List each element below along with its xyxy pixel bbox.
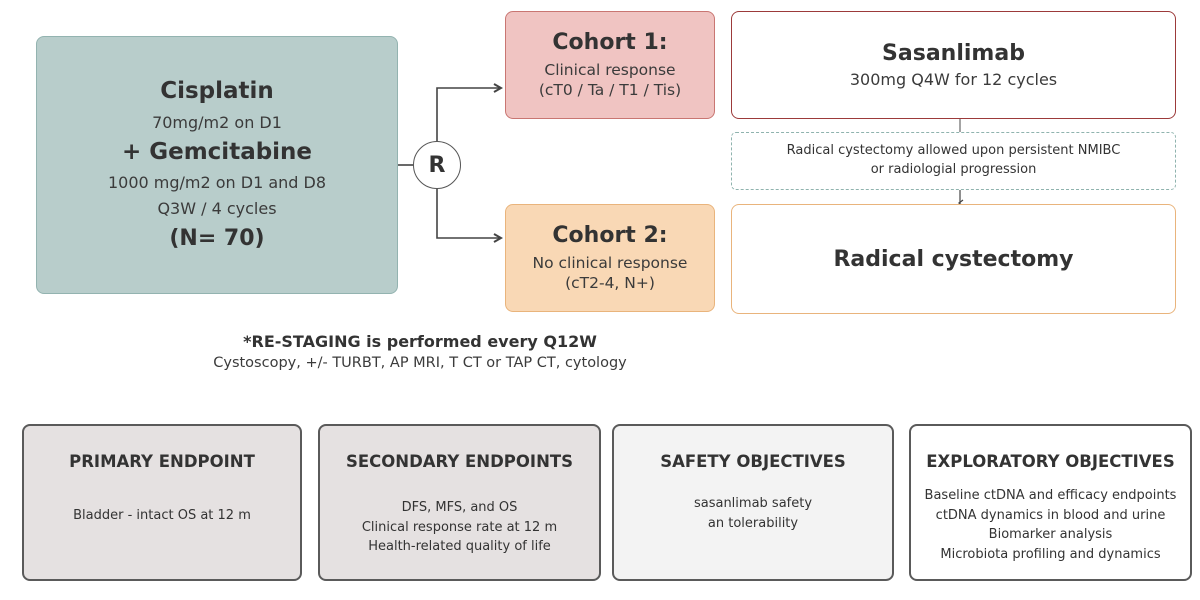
cystectomy-note-box: Radical cystectomy allowed upon persiste… <box>731 132 1176 190</box>
sample-size: (N= 70) <box>169 225 265 251</box>
cohort-1-desc: Clinical response <box>544 61 676 80</box>
cohort-1-title: Cohort 1: <box>552 30 668 56</box>
primary-endpoint-title: PRIMARY ENDPOINT <box>69 452 255 471</box>
restaging-title: *RE-STAGING is performed every Q12W <box>243 332 597 351</box>
sasanlimab-title: Sasanlimab <box>882 41 1025 66</box>
cohort-2-criteria: (cT2-4, N+) <box>565 273 655 292</box>
cohort-2-title: Cohort 2: <box>552 223 668 249</box>
safety-objectives-title: SAFETY OBJECTIVES <box>660 452 846 471</box>
drug-cisplatin: Cisplatin <box>160 77 274 104</box>
exploratory-objective-item: Baseline ctDNA and efficacy endpoints <box>924 488 1177 503</box>
primary-endpoint-box: PRIMARY ENDPOINT Bladder - intact OS at … <box>22 424 302 581</box>
exploratory-objective-item: Microbiota profiling and dynamics <box>940 546 1161 562</box>
restaging-note: *RE-STAGING is performed every Q12W Cyst… <box>140 332 700 371</box>
exploratory-objective-item: Biomarker analysis <box>988 527 1113 542</box>
secondary-endpoints-box: SECONDARY ENDPOINTS DFS, MFS, and OS Cli… <box>318 424 601 581</box>
drug-gemcitabine: + Gemcitabine <box>121 138 313 165</box>
sasanlimab-box: Sasanlimab 300mg Q4W for 12 cycles <box>731 11 1176 119</box>
sasanlimab-regimen: 300mg Q4W for 12 cycles <box>849 70 1058 89</box>
primary-endpoint-item: Bladder - intact OS at 12 m <box>73 508 251 523</box>
radical-cystectomy-title: Radical cystectomy <box>833 246 1074 272</box>
cystectomy-note-line-1: Radical cystectomy allowed upon persiste… <box>786 143 1121 159</box>
radical-cystectomy-box: Radical cystectomy <box>731 204 1176 314</box>
randomization-node: R <box>413 141 461 189</box>
cystectomy-note-line-2: or radiologial progression <box>870 162 1037 177</box>
cohort-2-desc: No clinical response <box>532 254 688 273</box>
cohort-1-box: Cohort 1: Clinical response (cT0 / Ta / … <box>505 11 715 119</box>
restaging-methods: Cystoscopy, +/- TURBT, AP MRI, T CT or T… <box>213 355 627 371</box>
secondary-endpoint-item: DFS, MFS, and OS <box>401 500 518 515</box>
secondary-endpoint-item: Clinical response rate at 12 m <box>361 519 558 535</box>
exploratory-objectives-box: EXPLORATORY OBJECTIVES Baseline ctDNA an… <box>909 424 1192 581</box>
arrow-to-cohort-1 <box>436 88 500 141</box>
treatment-schedule: Q3W / 4 cycles <box>157 199 277 219</box>
safety-objective-item: sasanlimab safety <box>693 496 813 511</box>
dose-cisplatin: 70mg/m2 on D1 <box>152 112 282 132</box>
treatment-box: Cisplatin 70mg/m2 on D1 + Gemcitabine 10… <box>36 36 398 294</box>
secondary-endpoint-item: Health-related quality of life <box>368 539 551 554</box>
safety-objective-item: an tolerability <box>707 515 799 531</box>
exploratory-objectives-title: EXPLORATORY OBJECTIVES <box>926 452 1175 471</box>
secondary-endpoints-title: SECONDARY ENDPOINTS <box>345 452 574 471</box>
arrow-to-cohort-2 <box>436 189 500 238</box>
dose-gemcitabine: 1000 mg/m2 on D1 and D8 <box>107 173 327 193</box>
safety-objectives-box: SAFETY OBJECTIVES sasanlimab safety an t… <box>612 424 894 581</box>
exploratory-objective-item: ctDNA dynamics in blood and urine <box>935 507 1166 523</box>
cohort-2-box: Cohort 2: No clinical response (cT2-4, N… <box>505 204 715 312</box>
cohort-1-criteria: (cT0 / Ta / T1 / Tis) <box>538 80 682 99</box>
